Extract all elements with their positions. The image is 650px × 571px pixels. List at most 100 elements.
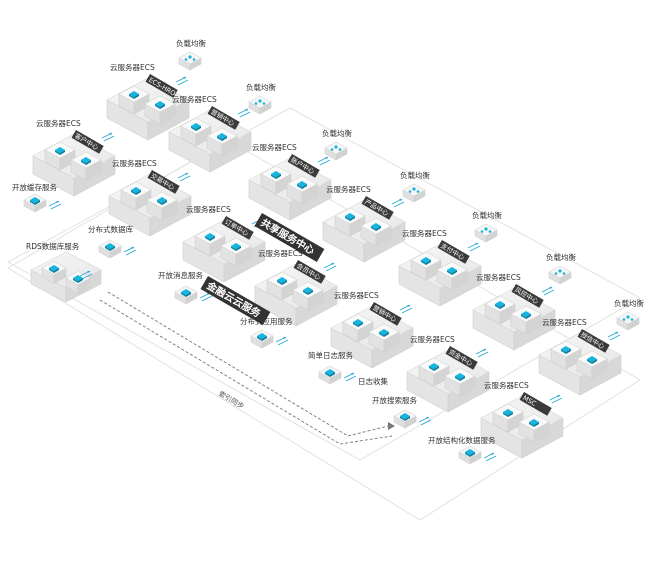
load-balancer-icon: [622, 315, 634, 321]
load-balancer-10: 负载均衡: [546, 252, 576, 285]
server-chip-a-9: [277, 277, 287, 285]
lb-box-12: [616, 311, 640, 331]
lb-label-12: 负载均衡: [614, 298, 644, 308]
server-chip-b-5: [157, 197, 167, 205]
ecs-label-8: 云服务器ECS: [402, 228, 447, 238]
ecs-label-11: 云服务器ECS: [334, 290, 379, 300]
server-box-a-1: [118, 85, 150, 115]
load-balancer-icon: [330, 145, 342, 151]
ecs-label-1: 云服务器ECS: [110, 62, 155, 72]
service-arrows-rds: [79, 270, 93, 280]
load-balancer-4: 负载均衡: [322, 128, 352, 161]
server-box-a-12: [550, 340, 582, 370]
server-chip-b-7: [231, 243, 241, 251]
ecs-arrows-5: [177, 172, 191, 182]
server-box-a-2: [180, 117, 212, 147]
server-chip-a-4: [271, 171, 281, 179]
lb-box-1: [178, 51, 202, 71]
ecs-label-13: 云服务器ECS: [410, 334, 455, 344]
service-arrows-log: [343, 372, 357, 382]
service-mq: 开放消息服务: [158, 270, 213, 305]
lb-label-2: 负载均衡: [246, 82, 276, 92]
server-chip-a-11: [353, 319, 363, 327]
server-chip-a-3: [55, 147, 65, 155]
lb-label-4: 负载均衡: [322, 128, 352, 138]
ecs-label-9: 云服务器ECS: [258, 248, 303, 258]
service-chip-ots: [465, 449, 475, 457]
server-chip-a-10: [495, 301, 505, 309]
load-balancer-icon: [554, 269, 566, 275]
service-label-cache: 开放缓存服务: [12, 182, 57, 192]
service-label-mq: 开放消息服务: [158, 270, 203, 280]
service-chip-log: [325, 369, 335, 377]
lb-box-2: [248, 95, 272, 115]
load-balancer-icon: [254, 99, 266, 105]
ecs-label-5: 云服务器ECS: [112, 158, 157, 168]
service-ots: 开放结构化数据服务: [428, 435, 497, 465]
server-chip-b-1: [155, 101, 165, 109]
service-rds: RDS数据库服务: [26, 241, 102, 303]
service-arrows-edas: [275, 336, 289, 346]
ecs-label-12: 云服务器ECS: [542, 317, 587, 327]
service-label-drds: 分布式数据库: [88, 224, 133, 234]
ecs-label-3: 云服务器ECS: [36, 118, 81, 128]
service-chip-mq: [181, 289, 191, 297]
service-search: 开放搜索服务: [372, 395, 432, 429]
server-chip-b-13: [455, 373, 465, 381]
service-arrows-cache: [48, 200, 62, 210]
server-box-a-6: [334, 207, 366, 237]
load-balancer-1: 负载均衡: [176, 38, 206, 71]
server-chip-b-10: [521, 311, 531, 319]
load-balancer-icon: [184, 55, 196, 61]
ecs-arrows-14: [549, 394, 563, 404]
service-label-search: 开放搜索服务: [372, 395, 417, 405]
ecs-arrows-9: [323, 262, 337, 272]
server-chip-a-14: [503, 409, 513, 417]
server-chip-a-6: [345, 213, 355, 221]
service-chip-search: [400, 413, 410, 421]
ecs-label-4: 云服务器ECS: [252, 142, 297, 152]
ecs-label-6: 云服务器ECS: [326, 184, 371, 194]
load-balancer-2: 负载均衡: [246, 82, 276, 115]
server-chip-a-2: [191, 123, 201, 131]
server-chip-b-12: [587, 356, 597, 364]
service-arrows-drds: [123, 246, 137, 256]
service-chip-drds: [105, 243, 115, 251]
lb-label-10: 负载均衡: [546, 252, 576, 262]
server-chip-a-13: [429, 363, 439, 371]
server-box-b-7: [220, 237, 252, 267]
ecs-arrows-6: [391, 198, 405, 208]
lb-label-1: 负载均衡: [176, 38, 206, 48]
server-chip-b-3: [81, 157, 91, 165]
server-chip-b-8: [447, 267, 457, 275]
ecs-arrows-3: [101, 132, 115, 142]
service-drds: 分布式数据库: [88, 224, 137, 259]
ecs-arrows-12: [607, 331, 621, 341]
load-balancer-icon: [408, 187, 420, 193]
server-chip-a-12: [561, 346, 571, 354]
server-chip-a-8: [421, 257, 431, 265]
lb-label-8: 负载均衡: [472, 210, 502, 220]
lb-box-6: [402, 183, 426, 203]
service-chip-a-rds: [49, 265, 59, 273]
server-chip-b-6: [371, 223, 381, 231]
ecs-arrows-11: [399, 304, 413, 314]
ecs-label-14: 云服务器ECS: [484, 380, 529, 390]
server-chip-a-7: [205, 233, 215, 241]
server-chip-a-1: [129, 91, 139, 99]
ecs-arrows-4: [317, 156, 331, 166]
server-chip-b-4: [297, 181, 307, 189]
service-chip-edas: [257, 333, 267, 341]
log-collect-label: 日志收集: [358, 376, 388, 386]
server-chip-a-5: [131, 187, 141, 195]
server-chip-b-14: [529, 419, 539, 427]
